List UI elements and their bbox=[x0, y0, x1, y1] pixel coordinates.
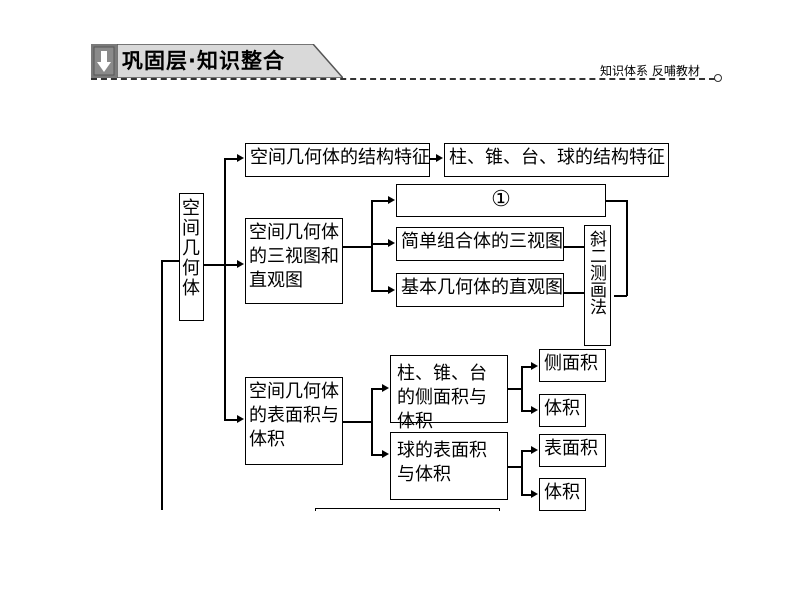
volume-node-1: 体积 bbox=[539, 394, 586, 427]
branch-views-node: 空间几何体的三视图和直观图 bbox=[245, 218, 343, 304]
intuitive-drawing-node: 基本几何体的直观图 bbox=[396, 273, 564, 307]
lateral-area-node: 侧面积 bbox=[539, 349, 606, 382]
structure-detail-node: 柱、锥、台、球的结构特征 bbox=[444, 143, 669, 177]
oblique-drawing-method-node: 斜二测画法 bbox=[584, 225, 611, 346]
sphere-area-volume-node: 球的表面积与体积 bbox=[390, 432, 508, 500]
section-subtitle: 知识体系 反哺教材 bbox=[600, 64, 700, 78]
branch-structure-node: 空间几何体的结构特征 bbox=[245, 143, 430, 177]
prism-cone-frustum-node: 柱、锥、台的侧面积与体积 bbox=[390, 355, 508, 432]
divider-end-circle-icon bbox=[714, 74, 722, 82]
header-divider bbox=[91, 78, 715, 80]
header-tab-background bbox=[117, 44, 343, 78]
branch-area-volume-node: 空间几何体的表面积与体积 bbox=[245, 377, 343, 465]
composite-three-views-node: 简单组合体的三视图 bbox=[396, 227, 564, 261]
root-node: 空间几何体 bbox=[179, 193, 204, 321]
section-title: 巩固层·知识整合 bbox=[122, 49, 285, 73]
cutoff-mask bbox=[0, 511, 800, 600]
surface-area-node: 表面积 bbox=[539, 434, 606, 467]
volume-node-2: 体积 bbox=[539, 478, 586, 511]
blank-answer-node: ① bbox=[396, 184, 606, 217]
download-arrow-icon bbox=[91, 44, 117, 78]
